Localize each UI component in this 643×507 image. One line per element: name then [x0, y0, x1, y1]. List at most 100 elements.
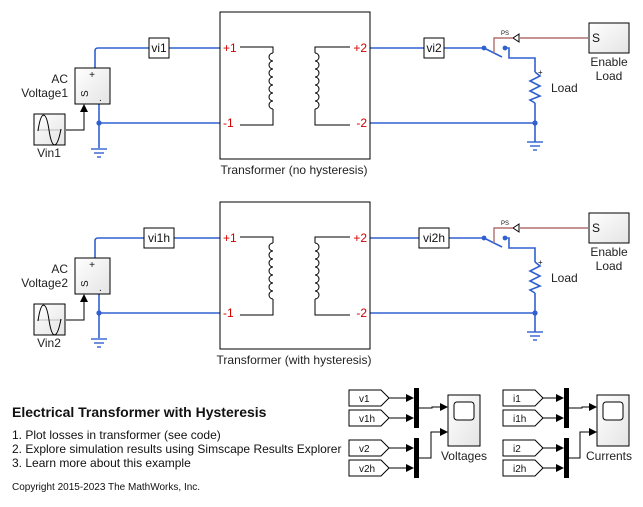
load-resistor-block[interactable]: +	[528, 68, 543, 104]
from-tag[interactable]: v1	[348, 389, 390, 407]
ground-icon	[527, 141, 543, 151]
svg-text:+: +	[89, 70, 95, 81]
svg-text:PS: PS	[501, 31, 509, 37]
svg-text:vi2: vi2	[426, 41, 442, 55]
svg-text:+: +	[538, 258, 543, 267]
enable-label: Load	[596, 259, 623, 273]
enable-label: Enable	[590, 245, 628, 259]
ac-voltage-source-block[interactable]: + S .	[74, 67, 111, 105]
sine-label: Vin1	[37, 146, 61, 160]
primary-coil-icon	[268, 52, 274, 110]
physical-signal-line	[493, 37, 588, 53]
load-label: Load	[551, 81, 578, 95]
svg-text:+: +	[89, 260, 95, 271]
primary-coil-icon	[268, 242, 274, 300]
svg-text:.: .	[99, 283, 102, 294]
source-label: AC	[51, 72, 68, 86]
port-label: -1	[223, 306, 234, 320]
enable-load-block[interactable]: S	[588, 212, 630, 244]
signal-line	[66, 302, 85, 321]
voltages-scope-group: v1 v1h v2 v2h Voltages	[348, 388, 487, 478]
sine-label: Vin2	[37, 336, 61, 350]
voltages-scope-block[interactable]	[447, 394, 481, 447]
from-tag[interactable]: v2	[348, 439, 390, 457]
ps-port-icon	[512, 223, 520, 233]
wire	[94, 47, 149, 70]
from-tag[interactable]: i2h	[502, 459, 544, 477]
copyright: Copyright 2015-2023 The MathWorks, Inc.	[12, 482, 201, 493]
from-tag[interactable]: i2	[502, 439, 544, 457]
mux-block[interactable]	[414, 388, 419, 428]
svg-text:vi1h: vi1h	[148, 231, 170, 245]
mux-block[interactable]	[414, 438, 419, 478]
from-tag[interactable]: i1h	[502, 409, 544, 427]
junction	[532, 120, 538, 126]
step-explore-results-link[interactable]: 2. Explore simulation results using Sims…	[12, 442, 342, 456]
svg-text:i1h: i1h	[513, 414, 526, 425]
sine-wave-block[interactable]	[33, 113, 66, 146]
physical-signal-line	[493, 227, 588, 243]
mux-block[interactable]	[564, 388, 569, 428]
svg-text:.: .	[99, 93, 102, 104]
steps-list: 1. Plot losses in transformer (see code)…	[12, 428, 341, 470]
enable-label: Enable	[590, 55, 628, 69]
svg-text:vi1: vi1	[151, 41, 167, 55]
svg-text:vi2h: vi2h	[423, 231, 445, 245]
svg-text:S: S	[80, 90, 91, 97]
svg-text:i2h: i2h	[513, 464, 526, 475]
arrow-icon	[80, 294, 88, 302]
model-title: Electrical Transformer with Hysteresis	[12, 404, 267, 420]
port-label: +1	[223, 41, 237, 55]
wire	[370, 122, 536, 142]
port-label: +2	[353, 41, 367, 55]
ac-voltage-source-block[interactable]: + S .	[74, 257, 111, 295]
from-tag[interactable]: v2h	[348, 459, 390, 477]
mux-block[interactable]	[564, 438, 569, 478]
port-label: -1	[223, 116, 234, 130]
svg-text:v1h: v1h	[359, 414, 375, 425]
step-learn-more-link[interactable]: 3. Learn more about this example	[12, 456, 191, 470]
ps-port-icon	[512, 33, 520, 43]
load-resistor-block[interactable]: +	[528, 258, 543, 294]
ground-icon	[91, 148, 107, 158]
circuit-no-hysteresis: + S . AC Voltage1 Vin1 vi1 vi2	[21, 11, 630, 177]
sine-wave-block[interactable]	[33, 303, 66, 336]
svg-text:i2: i2	[513, 444, 521, 455]
probe-tag-out[interactable]: vi2h	[418, 227, 450, 249]
currents-scope-block[interactable]	[596, 394, 630, 447]
svg-text:PS: PS	[501, 221, 509, 227]
svg-text:v2: v2	[359, 444, 370, 455]
switch-block[interactable]: PS	[481, 221, 520, 248]
svg-text:v2h: v2h	[359, 464, 375, 475]
transformer-block[interactable]: +1 -1 +2 -2	[219, 201, 371, 350]
svg-text:v1: v1	[359, 394, 370, 405]
from-tag[interactable]: i1	[502, 389, 544, 407]
svg-text:S: S	[592, 31, 600, 45]
port-label: -2	[356, 116, 367, 130]
probe-tag-out[interactable]: vi2	[423, 37, 445, 59]
port-label: -2	[356, 306, 367, 320]
from-tag[interactable]: v1h	[348, 409, 390, 427]
switch-block[interactable]: PS	[481, 31, 520, 58]
scope-label: Currents	[586, 449, 632, 463]
ground-icon	[527, 331, 543, 341]
transformer-label: Transformer (with hysteresis)	[217, 353, 372, 367]
wire	[94, 237, 144, 260]
junction	[532, 310, 538, 316]
enable-load-block[interactable]: S	[588, 22, 630, 54]
probe-tag-in[interactable]: vi1h	[143, 227, 175, 249]
currents-scope-group: i1 i1h i2 i2h Currents	[502, 388, 632, 478]
step-plot-losses-link[interactable]: 1. Plot losses in transformer (see code)	[12, 428, 221, 442]
sine-wave-icon	[37, 304, 62, 336]
junction	[96, 310, 102, 316]
scope-label: Voltages	[441, 449, 487, 463]
sine-wave-icon	[37, 114, 62, 146]
signal-line	[66, 112, 85, 131]
source-label: Voltage2	[21, 276, 68, 290]
secondary-coil-icon	[314, 242, 320, 300]
wire	[505, 47, 536, 72]
port-label: +1	[223, 231, 237, 245]
transformer-block[interactable]: +1 -1 +2 -2	[219, 11, 371, 160]
probe-tag-in[interactable]: vi1	[148, 37, 170, 59]
